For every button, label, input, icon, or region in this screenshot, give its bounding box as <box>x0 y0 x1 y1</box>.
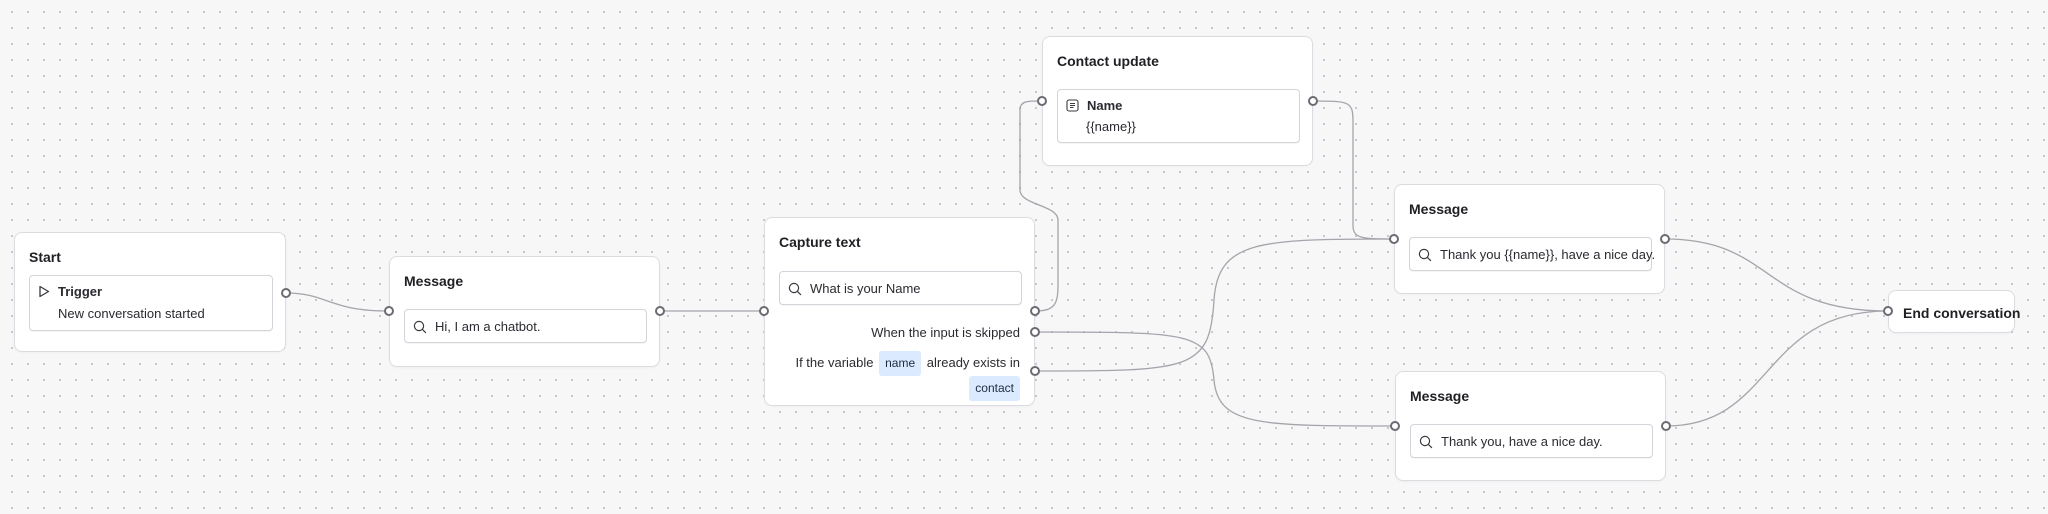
contact-update-node[interactable]: Contact update Name {{name}} <box>1042 36 1313 166</box>
message-1-output-handle[interactable] <box>655 306 665 316</box>
exists-condition: If the variable name already exists in c… <box>795 351 1020 401</box>
capture-input-handle[interactable] <box>759 306 769 316</box>
edge-skipped-to-message <box>1034 331 1396 427</box>
trigger-value: New conversation started <box>58 306 205 321</box>
message-1-text: Hi, I am a chatbot. <box>435 319 541 334</box>
end-input-handle[interactable] <box>1883 306 1893 316</box>
trigger-label: Trigger <box>58 284 103 299</box>
contact-update-title: Contact update <box>1057 53 1159 69</box>
end-conversation-node[interactable]: End conversation <box>1888 290 2020 333</box>
contact-card-icon <box>1066 99 1079 112</box>
message-2-output-handle[interactable] <box>1660 234 1670 244</box>
contact-field-label: Name <box>1087 98 1123 113</box>
edge-contact-update-to-message <box>1312 100 1395 240</box>
capture-prompt-block[interactable]: What is your Name <box>779 271 1022 305</box>
message-node-1[interactable]: Message Hi, I am a chatbot. <box>389 256 660 367</box>
start-node-title: Start <box>29 249 61 265</box>
message-node-2-title: Message <box>1409 201 1469 217</box>
message-3-text: Thank you, have a nice day. <box>1441 434 1603 449</box>
play-icon <box>38 285 50 298</box>
capture-text-title: Capture text <box>779 234 861 250</box>
exists-middle: already exists in <box>926 355 1020 370</box>
variable-chip-name: name <box>879 351 922 376</box>
start-output-handle[interactable] <box>281 288 291 298</box>
capture-output-handle[interactable] <box>1030 306 1040 316</box>
contact-field-value: {{name}} <box>1086 119 1136 134</box>
exists-prefix: If the variable <box>795 355 874 370</box>
message-node-1-title: Message <box>404 273 464 289</box>
message-3-output-handle[interactable] <box>1661 421 1671 431</box>
message-node-2[interactable]: Message Thank you {{name}}, have a nice … <box>1394 184 1665 294</box>
exists-output-handle[interactable] <box>1030 366 1040 376</box>
variable-chip-contact: contact <box>969 376 1020 401</box>
message-3-text-block[interactable]: Thank you, have a nice day. <box>1410 424 1653 458</box>
message-2-text-block[interactable]: Thank you {{name}}, have a nice day. <box>1409 237 1656 271</box>
skipped-condition-label: When the input is skipped <box>871 325 1020 340</box>
skipped-output-handle[interactable] <box>1030 327 1040 337</box>
message-3-input-handle[interactable] <box>1390 421 1400 431</box>
edge-message-2-to-end <box>1664 238 1889 312</box>
contact-field-block[interactable]: Name {{name}} <box>1057 89 1300 143</box>
edge-start-to-message <box>285 292 390 312</box>
message-icon <box>1418 248 1432 262</box>
edge-exists-to-message <box>1034 238 1395 372</box>
message-icon <box>413 320 427 334</box>
message-node-3[interactable]: Message Thank you, have a nice day. <box>1395 371 1666 481</box>
end-conversation-title: End conversation <box>1903 305 2021 321</box>
message-1-text-block[interactable]: Hi, I am a chatbot. <box>404 309 647 343</box>
message-node-3-title: Message <box>1410 388 1470 404</box>
message-icon <box>1419 435 1433 449</box>
message-2-input-handle[interactable] <box>1389 234 1399 244</box>
message-icon <box>788 282 802 296</box>
contact-update-output-handle[interactable] <box>1308 96 1318 106</box>
contact-update-input-handle[interactable] <box>1037 96 1047 106</box>
message-2-text: Thank you {{name}}, have a nice day. <box>1440 247 1656 262</box>
capture-text-node[interactable]: Capture text What is your Name When the … <box>764 217 1035 406</box>
edge-message-3-to-end <box>1665 310 1889 427</box>
start-node[interactable]: Start Trigger New conversation started <box>14 232 286 352</box>
capture-prompt-text: What is your Name <box>810 281 921 296</box>
message-1-input-handle[interactable] <box>384 306 394 316</box>
trigger-block[interactable]: Trigger New conversation started <box>29 275 273 331</box>
